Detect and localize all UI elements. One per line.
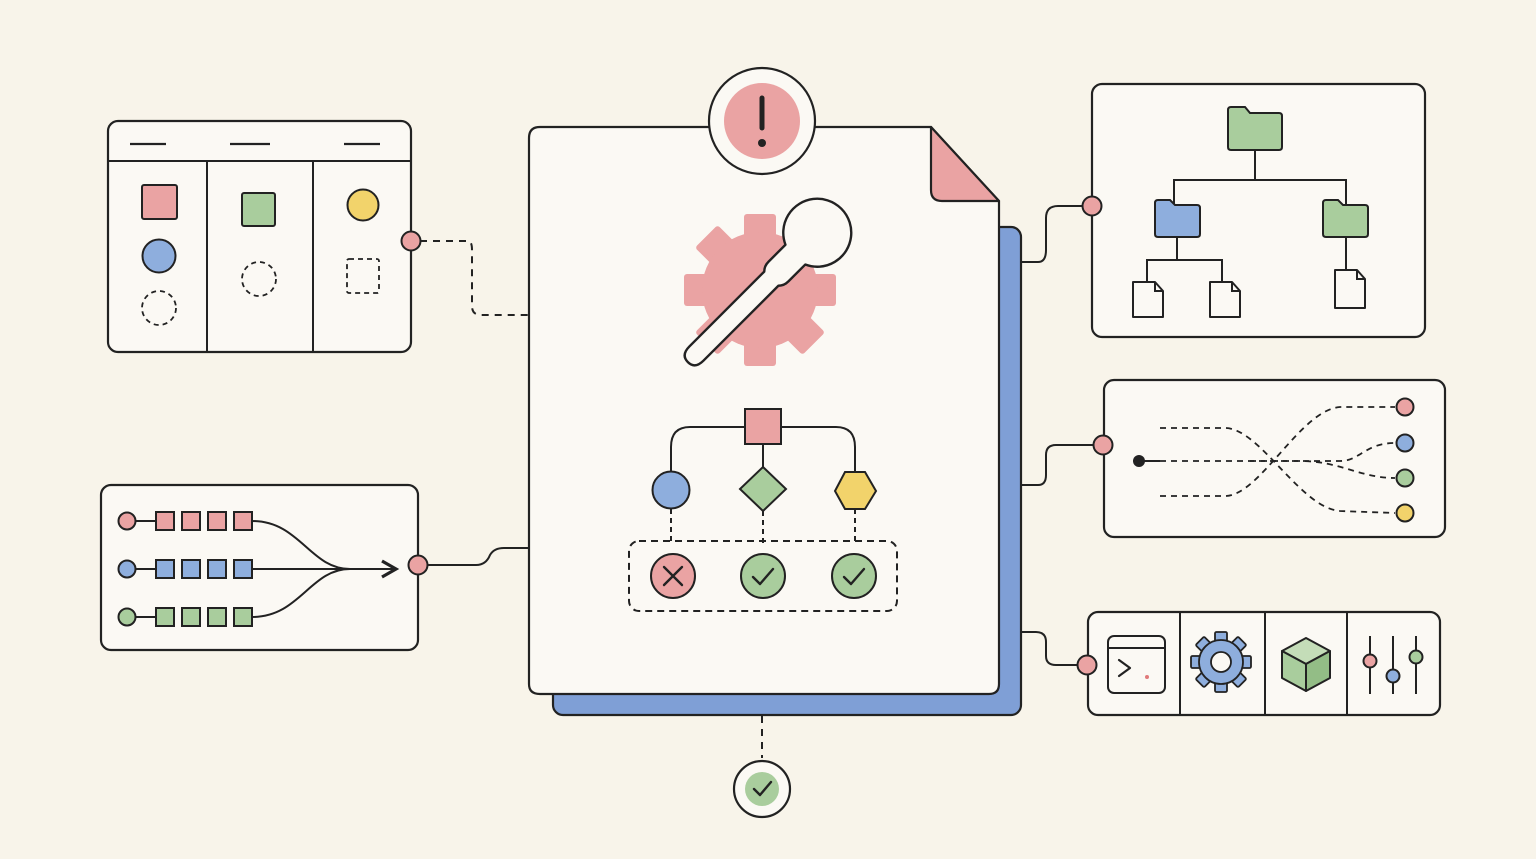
connector-kanban-to-doc — [420, 240, 528, 316]
routing-output-yellow — [1395, 503, 1415, 523]
central-document — [527, 66, 1023, 717]
pipeline-port[interactable] — [407, 554, 429, 576]
kanban-board — [106, 119, 422, 354]
document-fold — [929, 125, 1001, 203]
connector-doc-to-filetree — [1022, 205, 1082, 263]
kanban-red-card — [141, 184, 178, 220]
connectors — [420, 205, 1094, 758]
tool-panel — [1076, 610, 1442, 717]
routing-output-red — [1395, 397, 1415, 417]
routing-output-green — [1395, 468, 1415, 488]
routing-output-blue — [1395, 433, 1415, 453]
kanban-port[interactable] — [400, 230, 422, 252]
pipeline-row-red — [117, 511, 253, 531]
tool-panel-port[interactable] — [1076, 654, 1098, 676]
file-tree-panel — [1081, 82, 1427, 339]
routing-source-dot — [1133, 455, 1145, 467]
pipeline-merge-lines — [251, 520, 400, 618]
gear-icon[interactable] — [1190, 631, 1252, 693]
file-tree-port[interactable] — [1081, 195, 1103, 217]
pass-check-icon — [831, 553, 877, 599]
kanban-empty-slot — [241, 261, 277, 297]
file-tree-lines — [1146, 150, 1347, 282]
kanban-empty-slot — [141, 290, 177, 326]
pipeline-row-green — [117, 607, 253, 627]
kanban-blue-card — [141, 238, 177, 274]
connector-pipeline-to-doc — [428, 547, 528, 566]
folder-icon — [1322, 199, 1369, 238]
gear-wrench-icon — [683, 197, 853, 367]
flow-yellow-hexagon — [833, 471, 878, 510]
flow-tree — [670, 426, 856, 543]
routing-panel — [1092, 378, 1447, 539]
cube-icon[interactable] — [1281, 637, 1331, 692]
pipeline-row-blue — [117, 559, 253, 579]
fail-x-icon — [650, 553, 696, 599]
connector-doc-to-routing — [1022, 444, 1094, 486]
kanban-green-card — [241, 192, 276, 227]
results-group — [628, 540, 898, 612]
connector-doc-to-tools — [1022, 631, 1078, 666]
pipelines-panel — [99, 483, 429, 652]
routing-port[interactable] — [1092, 434, 1114, 456]
folder-icon — [1154, 199, 1201, 238]
check-icon — [732, 759, 792, 819]
file-icon — [1209, 281, 1241, 318]
folder-icon — [1227, 106, 1283, 151]
exclamation-icon — [707, 66, 817, 176]
pass-check-icon — [740, 553, 786, 599]
file-icon — [1334, 269, 1366, 309]
flow-root-node — [744, 408, 782, 445]
flow-green-diamond — [738, 465, 788, 513]
flow-blue-circle — [651, 470, 691, 510]
kanban-empty-slot — [346, 258, 380, 294]
file-icon — [1132, 281, 1164, 318]
routing-lines — [1160, 406, 1396, 514]
kanban-yellow-card — [346, 188, 380, 222]
wrench — [683, 197, 853, 367]
sliders-icon[interactable] — [1362, 636, 1424, 694]
terminal-icon[interactable] — [1107, 635, 1166, 694]
